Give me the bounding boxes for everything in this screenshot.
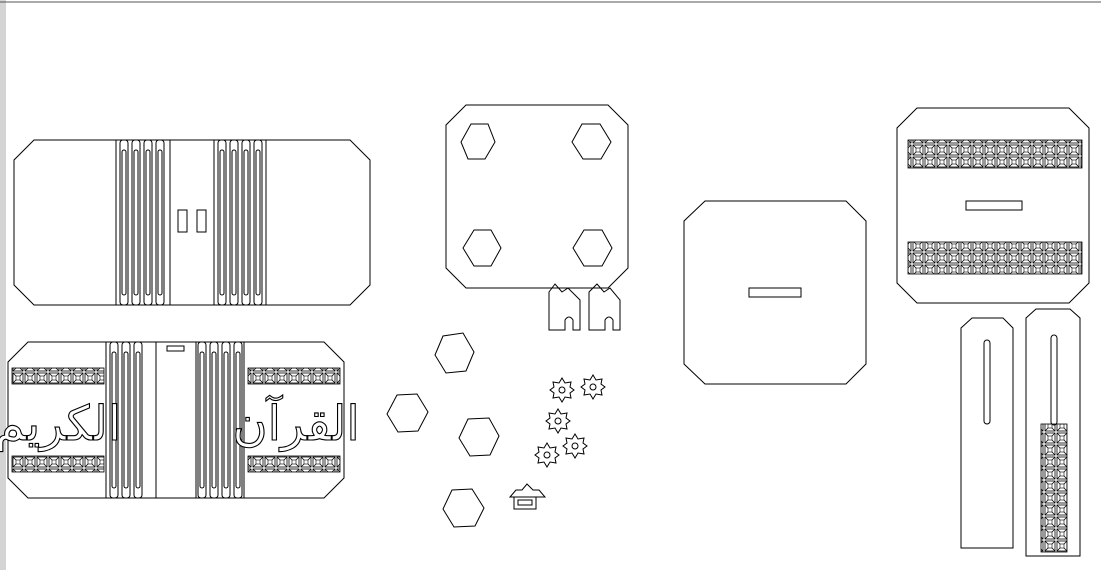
hex-hole-4 bbox=[572, 229, 613, 267]
latch-part bbox=[508, 483, 547, 510]
ornament-band-left-top bbox=[11, 367, 105, 385]
center-plate-slot bbox=[748, 287, 802, 298]
center-plate bbox=[683, 200, 867, 385]
flex-panel-bottom: الكريم القرآن bbox=[0, 341, 360, 499]
calligraphy-right: القرآن bbox=[232, 394, 359, 452]
star-rosettes bbox=[534, 374, 606, 468]
ornament-plate-slot bbox=[965, 200, 1023, 211]
tall-strip-left bbox=[960, 317, 1014, 549]
flex-panel-top bbox=[13, 139, 371, 306]
ornament-band-bottom bbox=[907, 241, 1083, 275]
foot-parts bbox=[548, 283, 621, 331]
tall-strip-right bbox=[1025, 308, 1081, 557]
ornament-column bbox=[1040, 423, 1068, 553]
hex-hole-3 bbox=[462, 229, 502, 267]
center-spine bbox=[155, 341, 197, 499]
ornament-band-left-bottom bbox=[11, 455, 105, 473]
frame-left-edge bbox=[0, 0, 6, 570]
hinge-slot-right bbox=[196, 209, 207, 233]
base-plate bbox=[445, 104, 629, 289]
ornament-band-right-top bbox=[247, 367, 341, 385]
ornament-band-top bbox=[907, 139, 1083, 169]
flex-slots-left bbox=[119, 139, 165, 306]
hex-hole-1 bbox=[460, 123, 496, 160]
ornament-plate bbox=[896, 107, 1090, 304]
calligraphy-left: الكريم bbox=[0, 396, 121, 452]
spine-slot bbox=[166, 345, 185, 352]
hinge-slot-left bbox=[177, 209, 188, 233]
hex-hole-2 bbox=[571, 123, 612, 160]
flex-slots-bottom-left bbox=[109, 341, 143, 499]
flex-slots-right bbox=[217, 139, 263, 306]
hex-pegs bbox=[386, 332, 500, 528]
flex-slots-bottom-right bbox=[197, 341, 243, 499]
ornament-band-right-bottom bbox=[247, 455, 341, 473]
